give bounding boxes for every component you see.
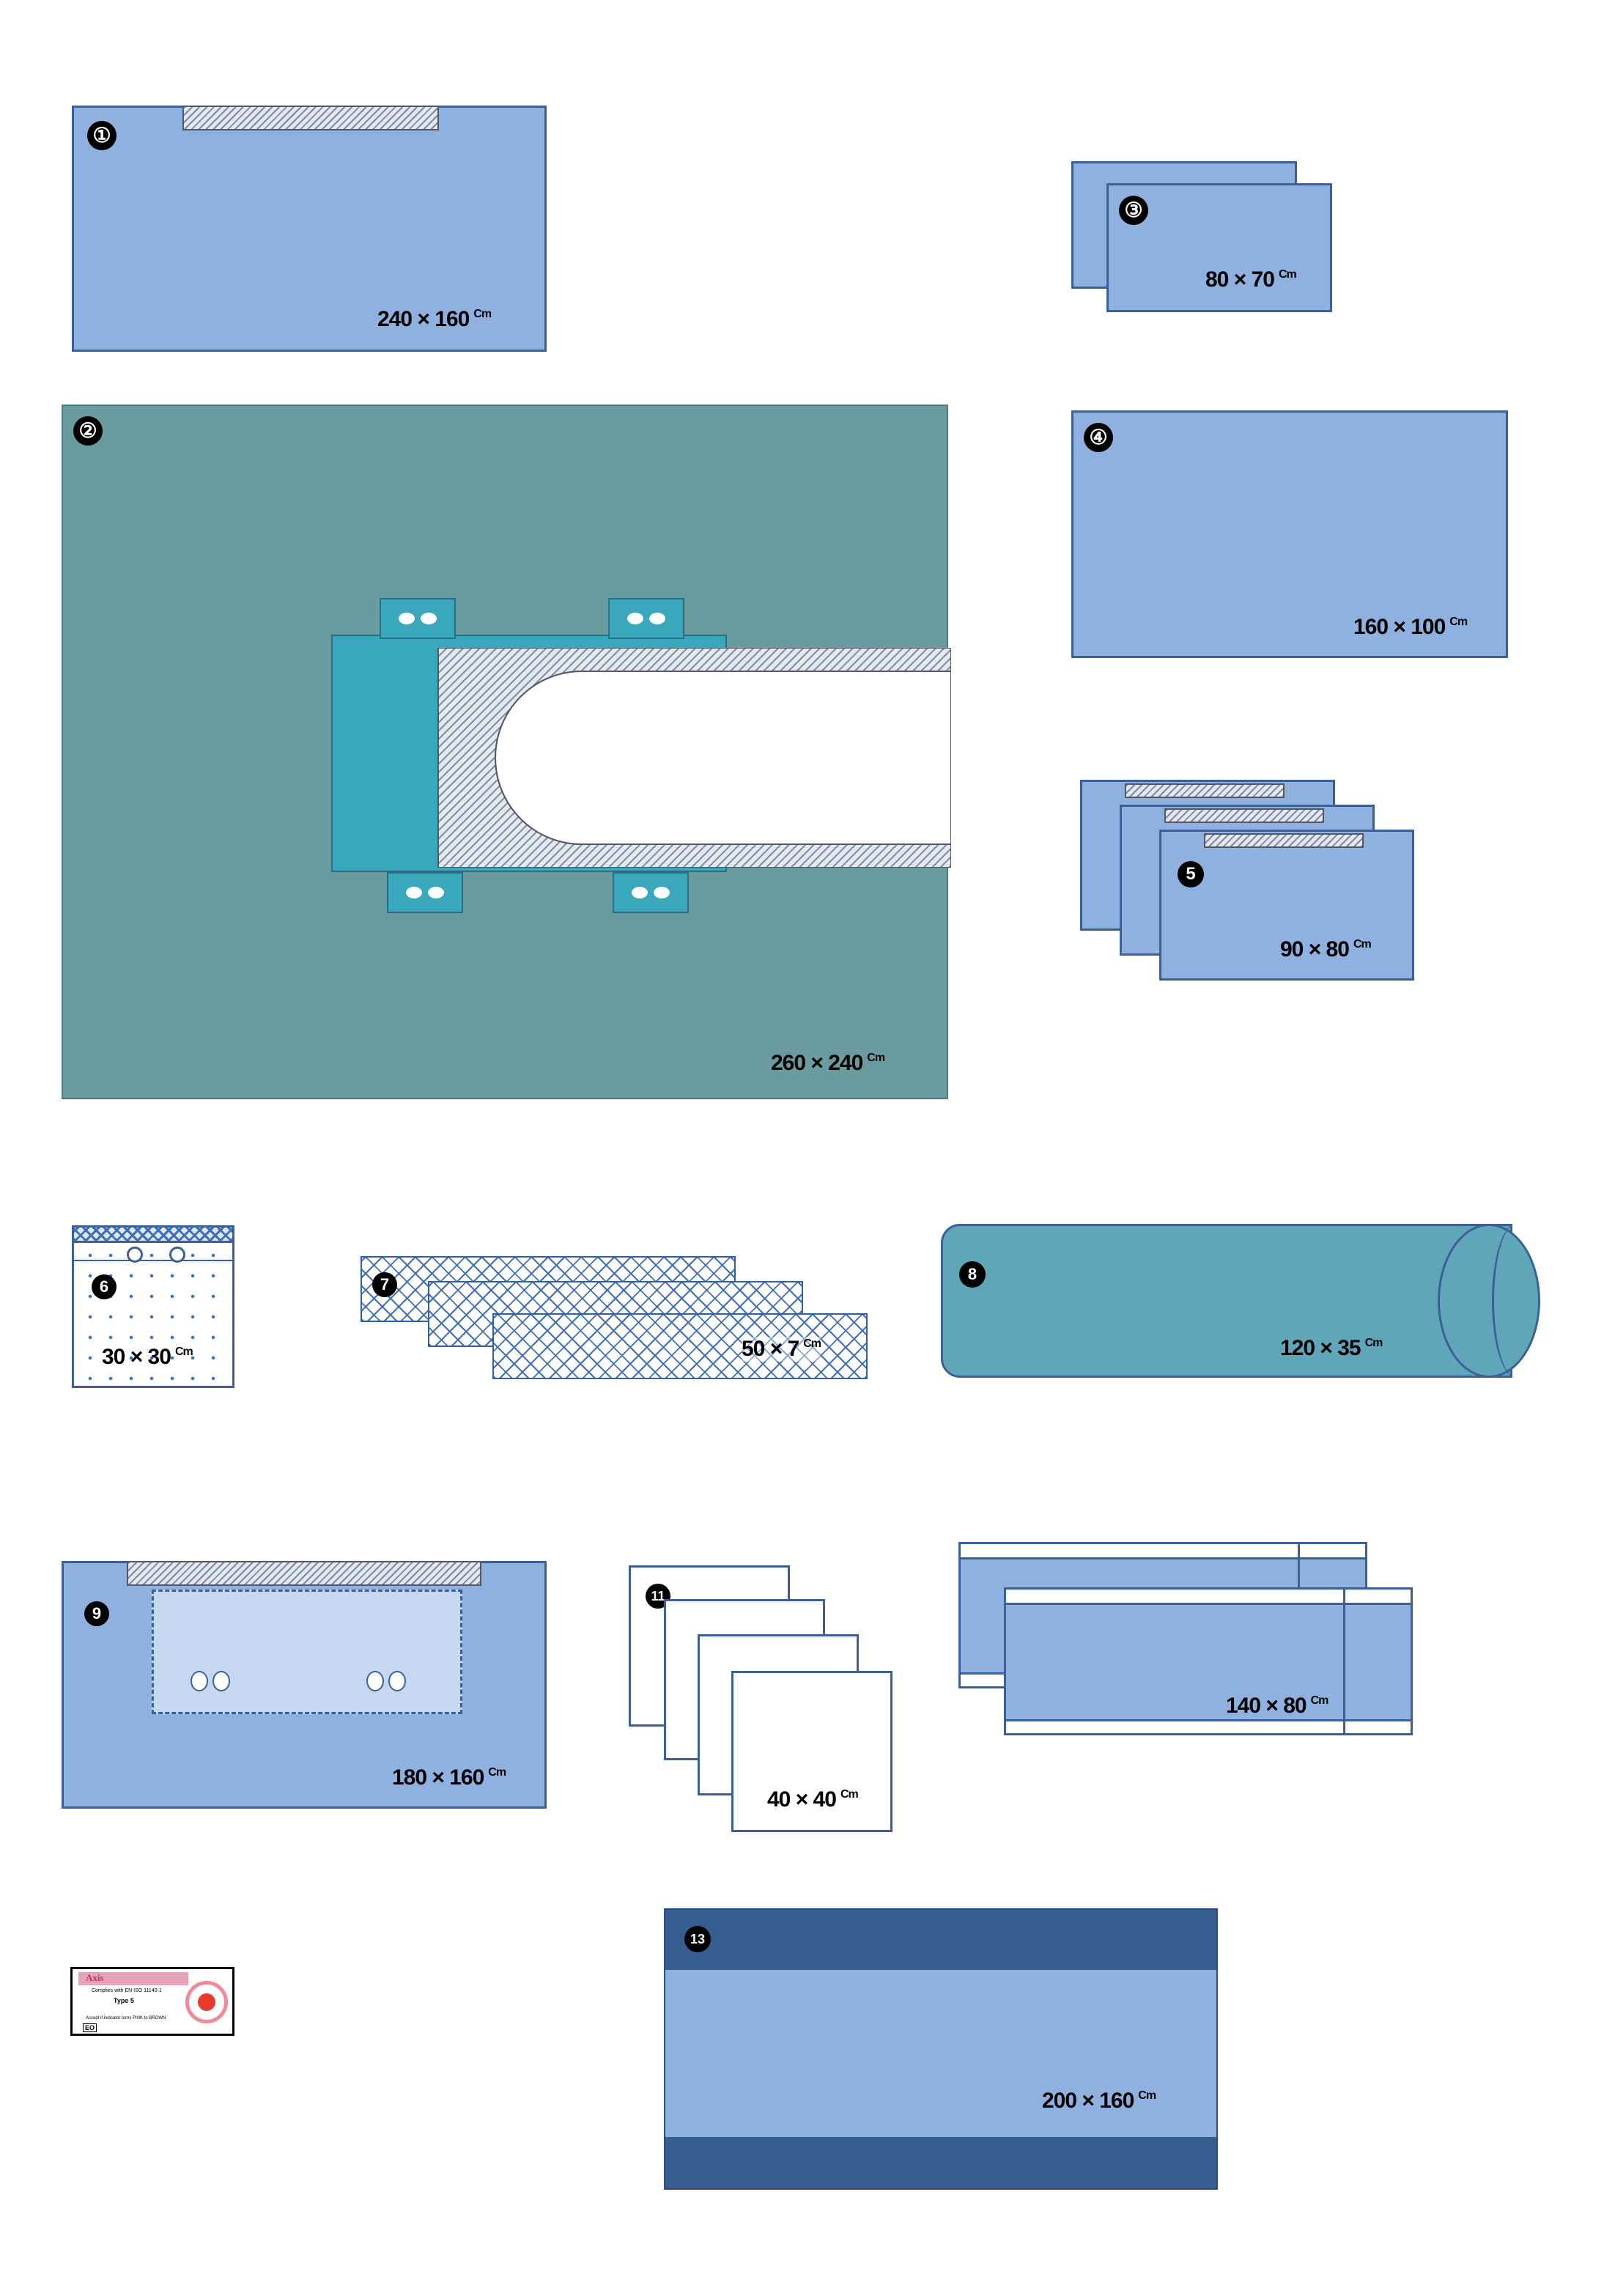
label-banner: Axis xyxy=(78,1972,188,1985)
item-marker-8: 8 xyxy=(959,1261,986,1288)
label-line-2: Type 5 xyxy=(114,1997,134,2004)
drape-center-band xyxy=(665,1970,1216,2137)
adhesive-strip xyxy=(182,106,439,130)
item-marker-5: 5 xyxy=(1178,861,1204,887)
fixation-tab xyxy=(380,598,456,639)
label-line-3: Accept if indicator turns PINK to BROWN xyxy=(86,2016,166,2020)
item-marker-4: ④ xyxy=(1084,423,1113,452)
pouch-seal-line xyxy=(74,1260,232,1261)
pocket-hole xyxy=(388,1671,406,1691)
hanging-hole xyxy=(127,1247,143,1263)
split-opening xyxy=(437,648,951,868)
adhesive-strip xyxy=(1204,833,1364,848)
instrument-pocket xyxy=(152,1590,462,1714)
sterility-indicator-label: Axis Complies with EN ISO 11140-1 Type 5… xyxy=(70,1967,234,2036)
label-line-4: EO xyxy=(83,2023,97,2032)
pocket-hole xyxy=(191,1671,208,1691)
fixation-tab xyxy=(608,598,684,639)
hanging-hole xyxy=(169,1247,185,1263)
leg-cover-inner-rim xyxy=(1492,1224,1540,1378)
adhesive-strip xyxy=(1164,808,1324,823)
adhesive-strip xyxy=(1125,783,1285,798)
pouch-flap xyxy=(72,1225,234,1243)
item-marker-9: 9 xyxy=(84,1601,109,1626)
label-line-1: Complies with EN ISO 11140-1 xyxy=(92,1988,162,1993)
adhesive-strip xyxy=(127,1561,481,1586)
fixation-tab xyxy=(387,872,463,913)
drape-fold xyxy=(1006,1603,1411,1721)
item-marker-6: 6 xyxy=(92,1274,117,1299)
fixation-tab xyxy=(613,872,689,913)
fold-line xyxy=(1343,1590,1345,1733)
item-marker-7: 7 xyxy=(372,1272,397,1297)
pocket-hole xyxy=(212,1671,230,1691)
indicator-core xyxy=(198,1993,215,2011)
item-marker-1: ① xyxy=(87,121,117,150)
pocket-hole xyxy=(366,1671,384,1691)
indicator-dot-icon xyxy=(185,1981,228,2023)
item-marker-2: ② xyxy=(73,416,103,446)
item-marker-3: ③ xyxy=(1119,196,1148,225)
item-marker-13: 13 xyxy=(684,1926,711,1952)
